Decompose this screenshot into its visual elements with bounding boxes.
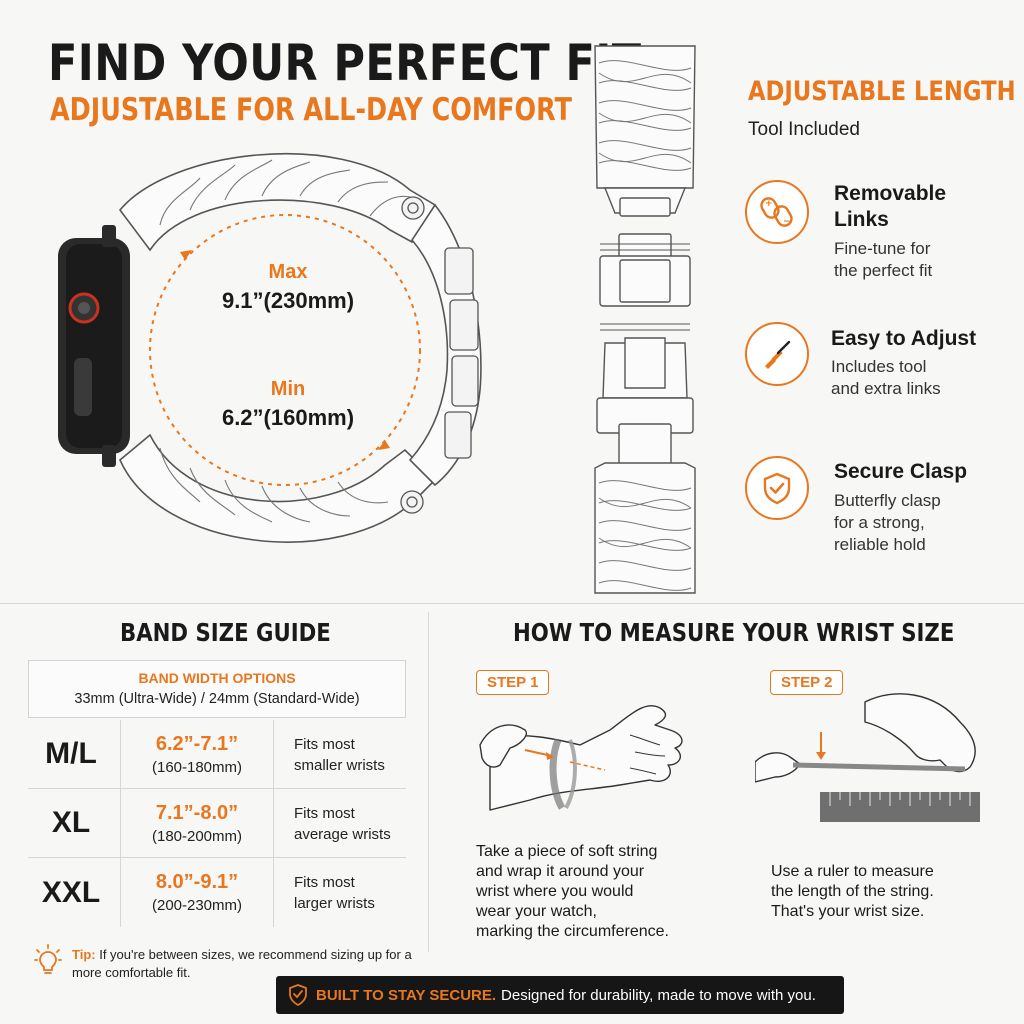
- feature-desc-removable: Fine-tune for the perfect fit: [834, 239, 933, 280]
- size-range: 8.0”-9.1” (200-230mm): [120, 858, 274, 927]
- shield-icon: [289, 984, 307, 1006]
- wrist-wrap-illustration: [479, 705, 683, 811]
- step2-text: Use a ruler to measure the length of the…: [771, 863, 934, 920]
- feature-title-easy-adjust: Easy to Adjust: [831, 327, 977, 350]
- lightbulb-icon: [34, 944, 62, 974]
- max-label: Max: [268, 261, 308, 283]
- min-value: 6.2”(160mm): [221, 405, 355, 430]
- size-name: M/L: [45, 737, 97, 770]
- table-row: XXL 8.0”-9.1” (200-230mm) Fits most larg…: [28, 858, 406, 927]
- shield-check-icon: [745, 456, 809, 520]
- band-width-box: BAND WIDTH OPTIONS 33mm (Ultra-Wide) / 2…: [28, 660, 406, 718]
- band-width-value: 33mm (Ultra-Wide) / 24mm (Standard-Wide): [74, 691, 360, 707]
- adjustable-length-title: ADJUSTABLE LENGTH: [748, 76, 1016, 107]
- size-range: 7.1”-8.0” (180-200mm): [120, 789, 274, 857]
- page-title: FIND YOUR PERFECT FIT: [48, 34, 642, 92]
- size-fit: Fits most smaller wrists: [294, 736, 385, 774]
- size-table: M/L 6.2”-7.1” (160-180mm) Fits most smal…: [28, 720, 406, 927]
- footer-highlight: BUILT TO STAY SECURE.: [316, 986, 497, 1004]
- watch-band-illustration: [58, 152, 482, 543]
- column-divider: [428, 612, 429, 952]
- footer-banner: BUILT TO STAY SECURE. Designed for durab…: [276, 976, 844, 1014]
- links-icon: + −: [745, 180, 809, 244]
- feature-desc-easy-adjust: Includes tool and extra links: [831, 357, 941, 398]
- feature-desc-secure-clasp: Butterfly clasp for a strong, reliable h…: [834, 491, 941, 554]
- section-divider: [0, 603, 1024, 604]
- screwdriver-icon: [745, 322, 809, 386]
- ruler-measure-illustration: [755, 693, 980, 822]
- footer-text: Designed for durability, made to move wi…: [501, 986, 816, 1004]
- table-row: XL 7.1”-8.0” (180-200mm) Fits most avera…: [28, 789, 406, 858]
- band-links-illustration: [594, 45, 696, 594]
- step1-text: Take a piece of soft string and wrap it …: [476, 843, 669, 940]
- size-fit: Fits most average wrists: [294, 805, 391, 843]
- size-fit: Fits most larger wrists: [294, 874, 375, 912]
- size-name: XXL: [41, 875, 101, 909]
- measure-title: HOW TO MEASURE YOUR WRIST SIZE: [513, 618, 955, 647]
- feature-title-removable: Removable Links: [834, 182, 947, 231]
- tip-text: Tip: If you're between sizes, we recomme…: [72, 947, 412, 980]
- page-subtitle: ADJUSTABLE FOR ALL-DAY COMFORT: [50, 92, 572, 128]
- size-name: XL: [51, 806, 91, 839]
- adjustable-length-subtitle: Tool Included: [748, 119, 860, 140]
- band-width-title: BAND WIDTH OPTIONS: [138, 670, 296, 686]
- svg-text:−: −: [783, 217, 791, 227]
- step2-badge: STEP 2: [770, 670, 844, 695]
- min-label: Min: [270, 378, 306, 400]
- feature-title-secure-clasp: Secure Clasp: [834, 460, 968, 483]
- table-row: M/L 6.2”-7.1” (160-180mm) Fits most smal…: [28, 720, 406, 789]
- step1-badge: STEP 1: [476, 670, 550, 695]
- size-guide-title: BAND SIZE GUIDE: [120, 618, 331, 647]
- max-value: 9.1”(230mm): [221, 288, 355, 313]
- svg-text:+: +: [765, 199, 773, 209]
- size-range: 6.2”-7.1” (160-180mm): [120, 720, 274, 788]
